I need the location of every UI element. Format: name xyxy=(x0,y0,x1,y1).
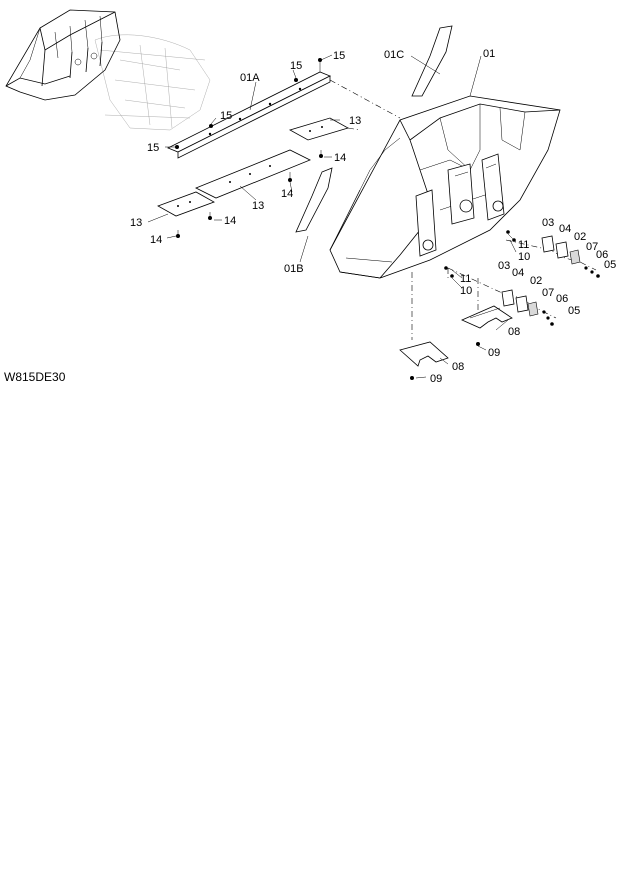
callout-03a: 03 xyxy=(542,217,554,229)
shim-08-upper xyxy=(461,305,513,329)
callout-15b: 15 xyxy=(290,60,302,72)
callout-01B: 01B xyxy=(284,263,304,275)
callout-04b: 04 xyxy=(512,267,524,279)
callout-05a: 05 xyxy=(604,259,616,271)
callout-08b: 08 xyxy=(452,361,464,373)
callout-01: 01 xyxy=(483,48,495,60)
callout-01C: 01C xyxy=(384,49,404,61)
side-plate-01B xyxy=(295,167,333,233)
callout-02a: 02 xyxy=(574,231,586,243)
machine-reference-view xyxy=(5,9,211,131)
bolt-09-upper xyxy=(476,342,480,346)
callout-leaders xyxy=(147,54,517,379)
callout-15a: 15 xyxy=(333,50,345,62)
callout-10a: 10 xyxy=(518,251,530,263)
cutting-edge-01A xyxy=(167,71,331,159)
callout-09b: 09 xyxy=(430,373,442,385)
bolt-09-lower xyxy=(410,376,414,380)
callout-08a: 08 xyxy=(508,326,520,338)
callout-13a: 13 xyxy=(349,115,361,127)
callout-13c: 13 xyxy=(130,217,142,229)
callout-14c: 14 xyxy=(224,215,236,227)
callout-11b: 11 xyxy=(460,273,471,285)
callout-14d: 14 xyxy=(150,234,162,246)
callout-07b: 07 xyxy=(542,287,554,299)
callout-15c: 15 xyxy=(220,110,232,122)
bucket-01 xyxy=(329,95,561,279)
pin-hardware-upper xyxy=(506,230,600,278)
callout-04a: 04 xyxy=(559,223,571,235)
callout-13b: 13 xyxy=(252,200,264,212)
shim-08-lower xyxy=(399,341,449,367)
bolts xyxy=(175,58,323,238)
callout-labels: 01 01C 01A 01B 15 15 15 15 13 13 13 14 1… xyxy=(130,48,616,385)
callout-05b: 05 xyxy=(568,305,580,317)
callout-06a: 06 xyxy=(596,249,608,261)
callout-06b: 06 xyxy=(556,293,568,305)
side-plate-01C xyxy=(411,25,453,97)
callout-03b: 03 xyxy=(498,260,510,272)
wear-plates-13 xyxy=(157,117,350,217)
callout-11a: 11 xyxy=(518,239,529,251)
callout-10b: 10 xyxy=(460,285,472,297)
callout-07a: 07 xyxy=(586,241,598,253)
callout-09a: 09 xyxy=(488,347,500,359)
callout-02b: 02 xyxy=(530,275,542,287)
callout-15d: 15 xyxy=(147,142,159,154)
pin-hardware-lower xyxy=(444,266,554,326)
drawing-code: W815DE30 xyxy=(4,370,66,384)
callout-14b: 14 xyxy=(281,188,293,200)
callout-14a: 14 xyxy=(334,152,346,164)
callout-01A: 01A xyxy=(240,72,260,84)
